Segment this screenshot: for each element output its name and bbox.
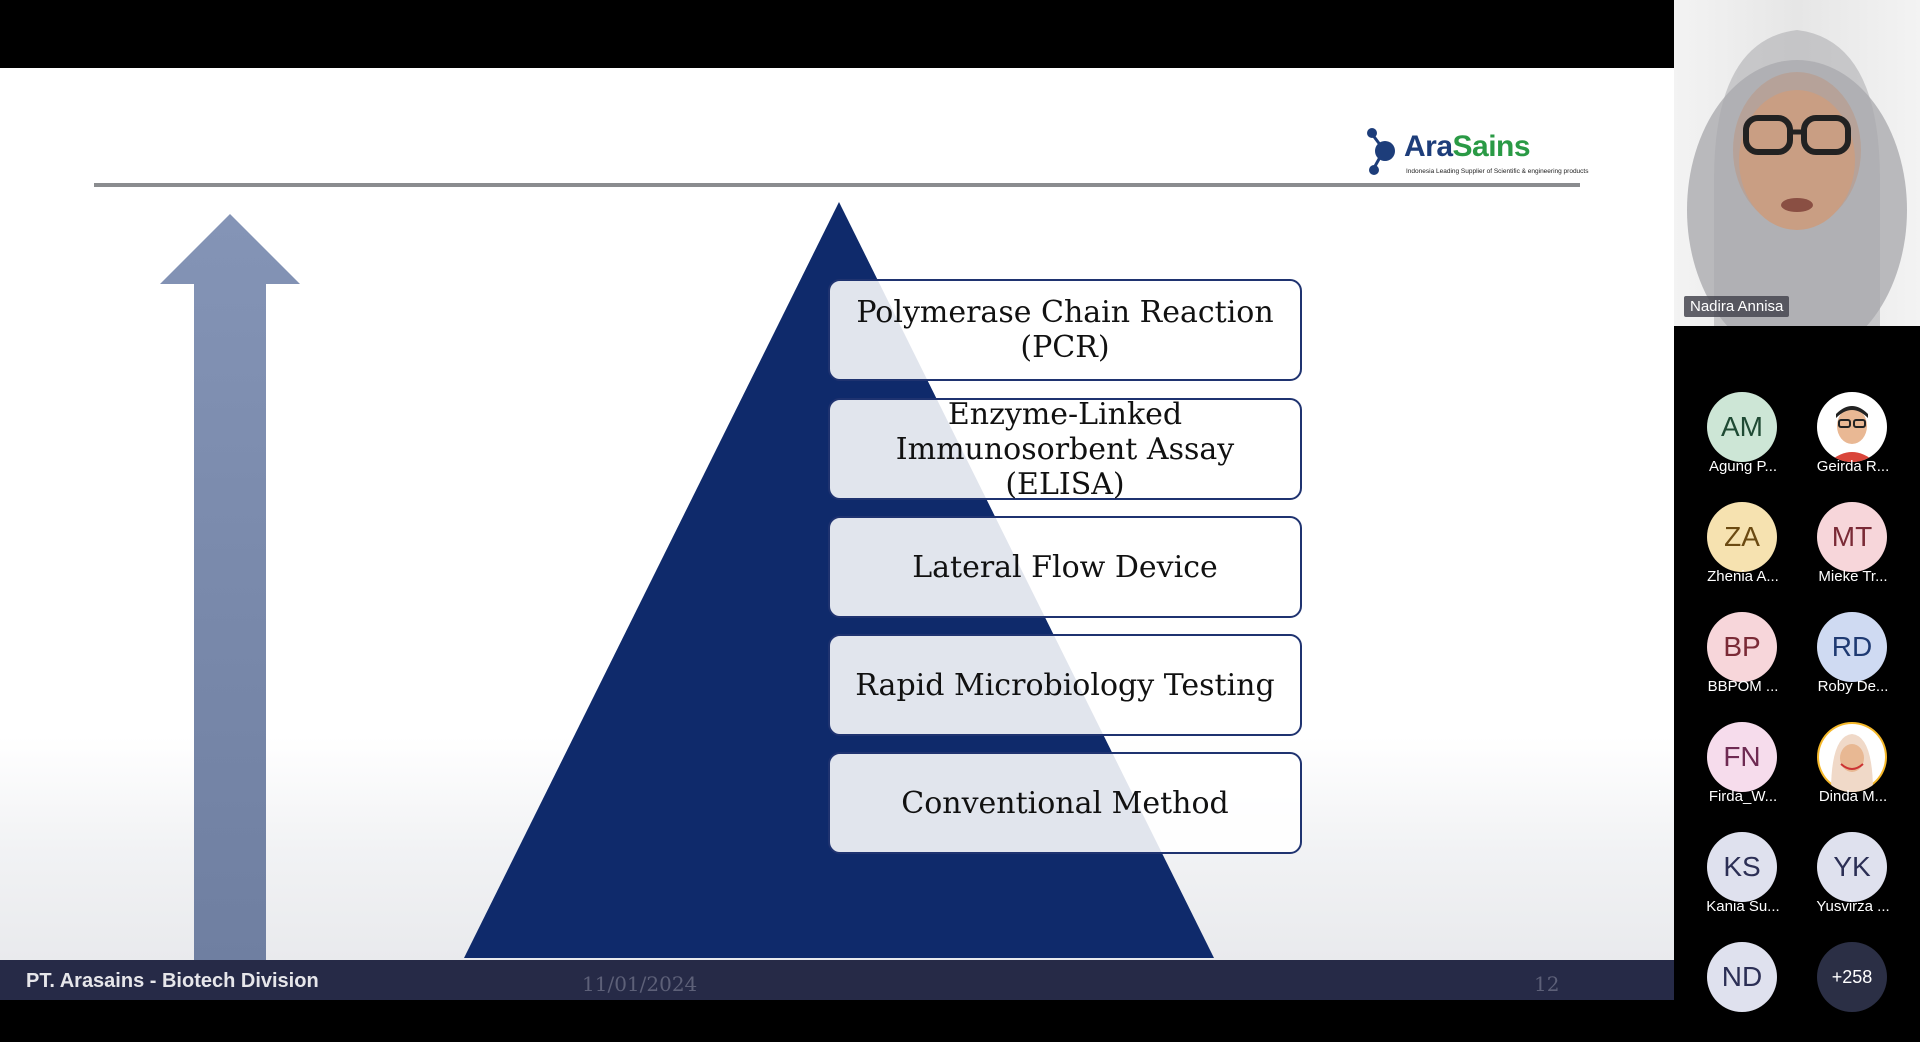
- participant-tile[interactable]: BP BBPOM ...: [1688, 612, 1798, 712]
- more-participants-count: +258: [1817, 942, 1887, 1012]
- participant-tile[interactable]: Dinda M...: [1798, 722, 1908, 822]
- pyramid-level-conventional: Conventional Method: [828, 752, 1302, 854]
- participant-tile[interactable]: YK Yusvirza ...: [1798, 832, 1908, 932]
- participant-name: Geirda R...: [1816, 458, 1890, 475]
- avatar: ZA: [1707, 502, 1777, 572]
- pyramid-level-elisa: Enzyme-Linked Immunosorbent Assay (ELISA…: [828, 397, 1302, 502]
- participant-name: BBPOM ...: [1707, 678, 1779, 695]
- up-arrow: [160, 214, 300, 960]
- molecule-logo-icon: [1367, 128, 1395, 175]
- participant-name: Yusvirza ...: [1816, 898, 1890, 915]
- avatar: KS: [1707, 832, 1777, 902]
- presentation-slide: AraSains Indonesia Leading Supplier of S…: [0, 68, 1674, 960]
- avatar: ND: [1707, 942, 1777, 1012]
- participant-tile[interactable]: Geirda R...: [1798, 392, 1908, 492]
- participant-name: Roby De...: [1817, 678, 1889, 695]
- arasains-logo: AraSains Indonesia Leading Supplier of S…: [1362, 124, 1588, 180]
- participant-name: Agung P...: [1708, 458, 1778, 475]
- speaker-video-image: [1687, 30, 1907, 326]
- speaker-name-label: Nadira Annisa: [1684, 296, 1790, 317]
- participant-name: Mieke Tr...: [1818, 568, 1888, 585]
- participant-tile[interactable]: AM Agung P...: [1688, 392, 1798, 492]
- slide-footer: PT. Arasains - Biotech Division 11/01/20…: [0, 960, 1674, 1000]
- speaker-video-tile[interactable]: Nadira Annisa: [1674, 0, 1920, 326]
- avatar: RD: [1817, 612, 1887, 682]
- footer-company: PT. Arasains - Biotech Division: [26, 970, 319, 992]
- participant-tile[interactable]: FN Firda_W...: [1688, 722, 1798, 822]
- participant-tile[interactable]: KS Kania Su...: [1688, 832, 1798, 932]
- participant-tile[interactable]: ND: [1688, 942, 1798, 1042]
- avatar-photo: [1817, 392, 1887, 462]
- participant-tile[interactable]: ZA Zhenia A...: [1688, 502, 1798, 602]
- pyramid-level-pcr: Polymerase Chain Reaction (PCR): [828, 279, 1302, 381]
- pyramid-level-lateral-flow: Lateral Flow Device: [828, 516, 1302, 618]
- footer-page-number: 12: [1534, 972, 1560, 996]
- logo-wordmark: AraSains: [1404, 130, 1531, 163]
- avatar: FN: [1707, 722, 1777, 792]
- slide-top-bar: [0, 0, 1674, 68]
- person-photo-icon: [1819, 724, 1885, 792]
- person-photo-icon: [1829, 406, 1875, 462]
- avatar: BP: [1707, 612, 1777, 682]
- pyramid-level-rapid-microbiology: Rapid Microbiology Testing: [828, 634, 1302, 736]
- participant-tile[interactable]: MT Mieke Tr...: [1798, 502, 1908, 602]
- avatar: YK: [1817, 832, 1887, 902]
- participant-tile[interactable]: RD Roby De...: [1798, 612, 1908, 712]
- participant-name: Kania Su...: [1706, 898, 1780, 915]
- participant-name: Firda_W...: [1708, 788, 1778, 805]
- participant-name: Dinda M...: [1818, 788, 1888, 805]
- logo-tagline: Indonesia Leading Supplier of Scientific…: [1406, 168, 1589, 175]
- avatar-photo: [1817, 722, 1887, 792]
- header-rule: [94, 183, 1580, 187]
- avatar: MT: [1817, 502, 1887, 572]
- more-participants-button[interactable]: +258: [1798, 942, 1908, 1042]
- footer-date: 11/01/2024: [582, 972, 698, 996]
- participant-name: Zhenia A...: [1707, 568, 1779, 585]
- avatar: AM: [1707, 392, 1777, 462]
